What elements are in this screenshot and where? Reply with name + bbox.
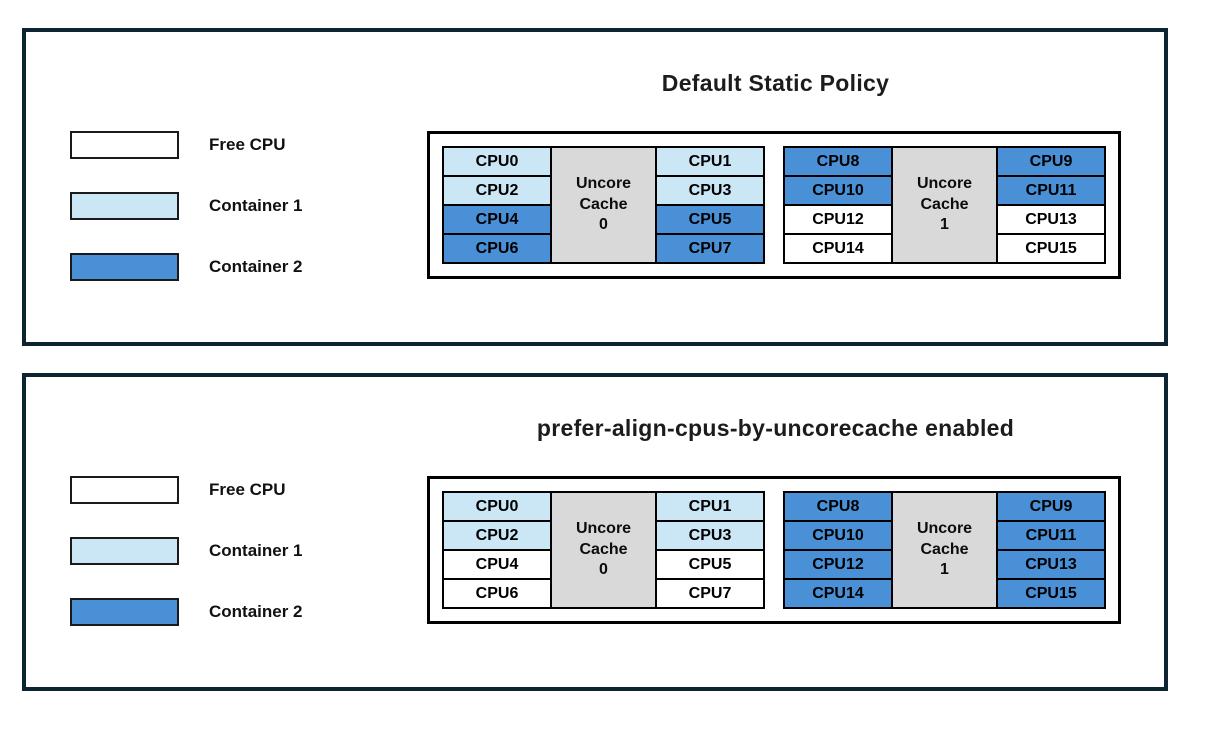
legend: Free CPU Container 1 Container 2 [70,476,303,626]
cpu-cell-cpu12: CPU12 [783,549,893,580]
cpu-cell-cpu9: CPU9 [996,146,1106,177]
uncore-cache-label-line: 0 [599,216,608,234]
legend-item-container2: Container 2 [70,253,303,281]
cpu-cell-cpu13: CPU13 [996,549,1106,580]
cpu-cell-cpu1: CPU1 [655,146,765,177]
cpu-cell-cpu5: CPU5 [655,549,765,580]
cpu-cell-cpu15: CPU15 [996,578,1106,609]
cpu-cell-cpu14: CPU14 [783,233,893,264]
cpu-cell-cpu2: CPU2 [442,520,552,551]
uncore-cache-label-line: 1 [940,216,949,234]
legend-label: Container 1 [209,196,303,215]
cpu-cell-cpu3: CPU3 [655,520,765,551]
legend-label: Free CPU [209,135,286,154]
uncore-cache-label-line: 1 [940,561,949,579]
cpu-cell-cpu8: CPU8 [783,146,893,177]
cpu-cell-cpu11: CPU11 [996,520,1106,551]
uncore-cache-label-line: Uncore [916,174,973,192]
uncore-cache-label-line: Uncore [575,174,632,192]
cpu-cell-cpu0: CPU0 [442,491,552,522]
cpu-cell-cpu4: CPU4 [442,549,552,580]
cpu-cell-cpu9: CPU9 [996,491,1106,522]
uncore-cache-label-line: Cache [920,195,969,213]
cpu-cell-cpu12: CPU12 [783,204,893,235]
cpu-cell-cpu6: CPU6 [442,578,552,609]
uncore-cache-label-line: Cache [579,195,628,213]
cpu-cell-cpu1: CPU1 [655,491,765,522]
legend-swatch-container2 [70,598,179,626]
cpu-cell-cpu11: CPU11 [996,175,1106,206]
uncore-cache-label-line: Uncore [575,519,632,537]
legend-label: Free CPU [209,480,286,499]
cpu-cell-cpu15: CPU15 [996,233,1106,264]
cpu-cell-cpu7: CPU7 [655,233,765,264]
cpu-cell-cpu6: CPU6 [442,233,552,264]
cpu-cell-cpu10: CPU10 [783,175,893,206]
cpu-cell-cpu5: CPU5 [655,204,765,235]
panel-title: Default Static Policy [661,70,890,96]
legend-swatch-container2 [70,253,179,281]
legend-item-free: Free CPU [70,476,303,504]
cpu-cell-cpu8: CPU8 [783,491,893,522]
legend-swatch-free [70,476,179,504]
legend-item-container1: Container 1 [70,537,303,565]
cpu-cell-cpu13: CPU13 [996,204,1106,235]
panel-title: prefer-align-cpus-by-uncorecache enabled [536,415,1015,441]
uncore-cache-label-line: 0 [599,561,608,579]
legend-swatch-container1 [70,537,179,565]
legend: Free CPU Container 1 Container 2 [70,131,303,281]
legend-label: Container 2 [209,257,303,276]
panel-default-static-policy: Default Static Policy Free CPU Container … [22,28,1168,346]
cpu-cell-cpu0: CPU0 [442,146,552,177]
uncore-cache-label-line: Uncore [916,519,973,537]
legend-swatch-container1 [70,192,179,220]
cpu-cell-cpu3: CPU3 [655,175,765,206]
legend-item-container2: Container 2 [70,598,303,626]
legend-label: Container 2 [209,602,303,621]
legend-swatch-free [70,131,179,159]
cpu-cell-cpu2: CPU2 [442,175,552,206]
cpu-cell-cpu14: CPU14 [783,578,893,609]
legend-label: Container 1 [209,541,303,560]
cpu-cell-cpu7: CPU7 [655,578,765,609]
legend-item-container1: Container 1 [70,192,303,220]
cpu-cell-cpu10: CPU10 [783,520,893,551]
legend-item-free: Free CPU [70,131,303,159]
uncore-cache-label-line: Cache [579,540,628,558]
panel-prefer-align-cpus-by-uncorecache: prefer-align-cpus-by-uncorecache enabled… [22,373,1168,691]
cpu-cell-cpu4: CPU4 [442,204,552,235]
uncore-cache-label-line: Cache [920,540,969,558]
